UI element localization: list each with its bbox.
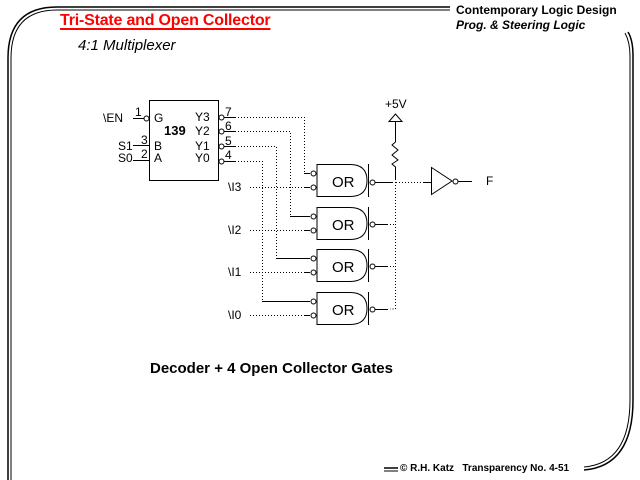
port-y0: Y0: [195, 151, 210, 165]
chapter-name: Prog. & Steering Logic: [456, 18, 586, 32]
pin-5: 5: [225, 134, 232, 148]
enable-inversion-bubble: [143, 115, 150, 122]
y0-bubble: [218, 158, 225, 165]
wire-y2: [235, 131, 291, 217]
wired-or-bus: [390, 182, 396, 310]
slide-subtitle: 4:1 Multiplexer: [78, 37, 176, 54]
gate-3: [310, 164, 393, 197]
supply-label: +5V: [385, 97, 407, 111]
port-y3: Y3: [195, 110, 210, 124]
gate-0-label: OR: [332, 302, 355, 319]
wire-y1: [235, 146, 277, 258]
port-y2: Y2: [195, 124, 210, 138]
output-label: F: [486, 174, 493, 188]
diagram-caption: Decoder + 4 Open Collector Gates: [150, 360, 393, 377]
gate-3-label: OR: [332, 174, 355, 191]
gate-2: [310, 207, 388, 240]
output-inverter: [431, 166, 453, 196]
pin-7: 7: [225, 105, 232, 119]
supply-arrow-icon: [387, 113, 404, 122]
label-enable: \EN: [103, 111, 123, 125]
label-i1: \I1: [228, 265, 242, 279]
decoder-139: [149, 100, 219, 181]
y1-bubble: [218, 143, 225, 150]
port-a: A: [154, 151, 162, 165]
pin-4: 4: [225, 148, 232, 162]
gate-1: [310, 249, 388, 282]
label-i0: \I0: [228, 308, 242, 322]
port-y1: Y1: [195, 139, 210, 153]
port-b: B: [154, 139, 162, 153]
pin-1: 1: [135, 105, 142, 119]
slide-title: Tri-State and Open Collector: [60, 12, 271, 29]
decoder-part-number: 139: [164, 123, 186, 138]
label-i2: \I2: [228, 223, 242, 237]
label-s1: S1: [118, 139, 133, 153]
gate-2-label: OR: [332, 217, 355, 234]
wire-y0: [235, 161, 263, 301]
pin-6: 6: [225, 119, 232, 133]
gate-0: [310, 292, 388, 325]
label-s0: S0: [118, 151, 133, 165]
port-g: G: [154, 111, 163, 125]
gate-1-label: OR: [332, 259, 355, 276]
y2-bubble: [218, 128, 225, 135]
course-name: Contemporary Logic Design: [456, 3, 617, 17]
y3-bubble: [218, 114, 225, 121]
pullup-resistor: [391, 141, 399, 180]
pin-2: 2: [141, 147, 148, 161]
wire-y3: [235, 117, 305, 173]
label-i3: \I3: [228, 180, 242, 194]
pin-3: 3: [141, 133, 148, 147]
footer-credit: © R.H. Katz Transparency No. 4-51: [400, 463, 570, 474]
